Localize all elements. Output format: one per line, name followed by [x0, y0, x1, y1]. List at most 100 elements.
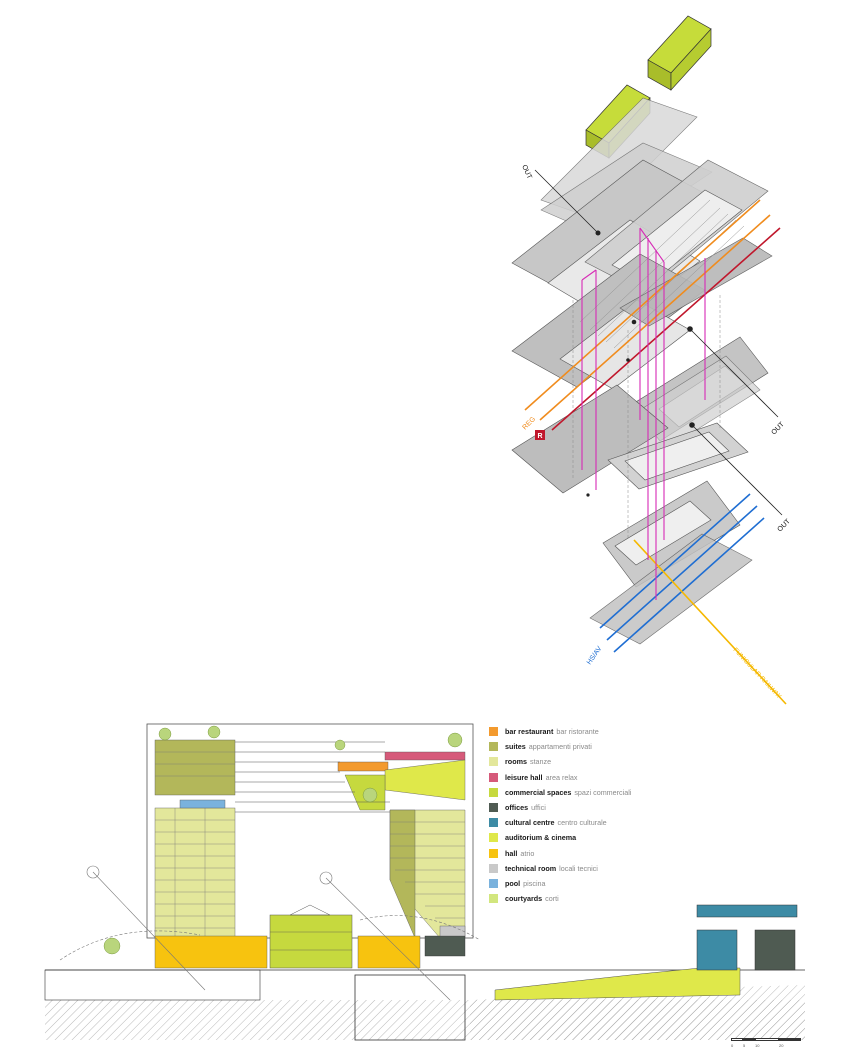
vertical-circulation — [581, 227, 706, 600]
scale-tick: 0 — [731, 1043, 734, 1048]
legend-swatch — [489, 742, 498, 752]
out-bottom-label: OUT — [776, 518, 792, 534]
legend-label-it: area relax — [545, 772, 578, 782]
bar-restaurant — [337, 761, 389, 772]
scale-bar: 0 5 10 20 — [731, 1038, 801, 1052]
right-tower-suites — [389, 809, 416, 939]
out-middle-label: OUT — [770, 421, 786, 437]
scale-tick: 20 — [779, 1043, 784, 1048]
legend-swatch — [489, 787, 498, 797]
out-bottom-leader — [691, 424, 783, 516]
legend-swatch — [489, 757, 498, 767]
out-leaders — [534, 169, 783, 516]
out-top-label: OUT — [520, 164, 533, 181]
legend-swatch — [489, 772, 498, 782]
left-tower-rooms — [154, 807, 236, 939]
legend-label-en: bar restaurant — [505, 727, 554, 737]
building-section — [44, 723, 805, 1041]
out-middle-leader — [689, 328, 779, 418]
legend-label-en: courtyards — [505, 894, 543, 904]
legend-item: auditorium & cinema — [489, 830, 699, 845]
scale-tick: 10 — [755, 1043, 760, 1048]
hsav-label: HS/AV — [586, 645, 604, 666]
hall-left — [154, 935, 268, 969]
legend-label-en: cultural centre — [505, 818, 555, 828]
tree-icon — [207, 725, 221, 739]
legend-label-it: corti — [545, 894, 559, 904]
legend-swatch — [489, 833, 498, 843]
legend-label-en: suites — [505, 742, 526, 752]
tree-icon — [334, 739, 346, 751]
leisure-hall — [384, 751, 466, 761]
left-tower — [154, 739, 236, 939]
legend-label-en: offices — [505, 803, 529, 813]
legend-swatch — [489, 803, 498, 813]
legend-label-it: uffici — [531, 803, 546, 813]
legend-label-it: atrio — [520, 848, 535, 858]
legend-label-en: leisure hall — [505, 772, 543, 782]
rail-lines — [524, 199, 787, 705]
hsav-rail-2 — [606, 505, 758, 641]
trees — [103, 725, 463, 955]
legend-swatch — [489, 848, 498, 858]
axon-hatching — [579, 199, 745, 349]
tree-icon — [103, 937, 121, 955]
red-rail — [551, 227, 781, 431]
cultural-centre — [696, 904, 798, 918]
left-tower-suites — [154, 739, 236, 796]
out-top-leader — [534, 169, 599, 234]
tree-icon — [362, 787, 378, 803]
legend-label-it: bar ristorante — [556, 727, 599, 737]
hall-right — [357, 935, 421, 969]
slab-stack — [511, 159, 773, 645]
offices-block — [424, 935, 466, 957]
technical-room — [439, 925, 466, 937]
funicular-rail — [633, 539, 787, 705]
r-badge-label: R — [538, 433, 543, 440]
legend-swatch — [489, 727, 498, 737]
legend-label-en: hall — [505, 848, 518, 858]
legend-swatch — [489, 818, 498, 828]
legend-swatch — [489, 878, 498, 888]
tree-icon — [158, 727, 172, 741]
legend-swatch — [489, 894, 498, 904]
tree-icon — [447, 732, 463, 748]
legend-label-en: rooms — [505, 757, 527, 767]
legend-label-en: auditorium & cinema — [505, 833, 577, 843]
ramp-courtyard — [494, 967, 741, 1001]
hsav-rail-3 — [613, 517, 765, 653]
reg-orange-rail — [524, 199, 761, 411]
auditorium — [384, 759, 466, 801]
legend-label-en: technical room — [505, 863, 557, 873]
slab-8-void — [624, 431, 730, 481]
commercial-pavilion — [269, 914, 353, 969]
scale-tick: 5 — [743, 1043, 746, 1048]
volume-right-front — [670, 28, 712, 91]
reg-label: REG — [521, 416, 537, 432]
legend-label-it: stanze — [529, 757, 552, 767]
reg-orange-rail-2 — [539, 214, 771, 421]
slab-9-void — [614, 500, 712, 566]
legend-label-en: pool — [505, 878, 521, 888]
legend-swatch — [489, 863, 498, 873]
